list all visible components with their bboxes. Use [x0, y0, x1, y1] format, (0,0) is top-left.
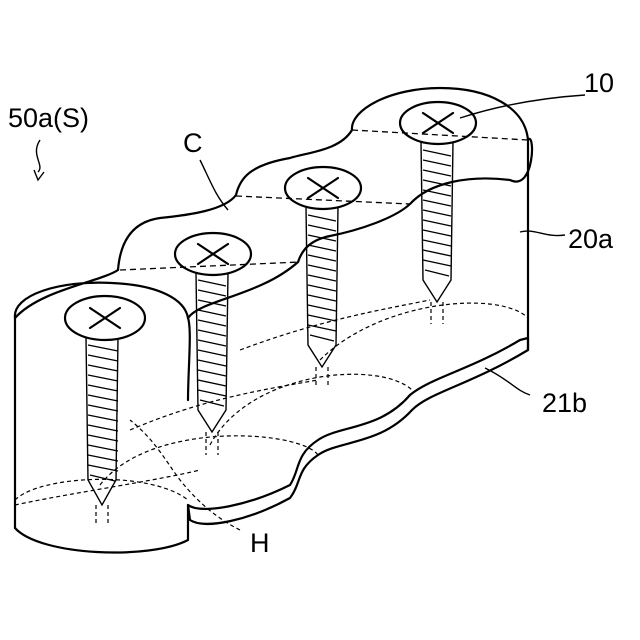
label-assembly: 50a(S) — [8, 103, 89, 133]
label-hole: H — [250, 528, 270, 558]
screw-1 — [65, 296, 145, 525]
screw-4 — [400, 102, 476, 324]
leader-cut — [200, 160, 228, 210]
label-body: 20a — [568, 224, 614, 254]
leader-screw — [460, 95, 585, 118]
label-base: 21b — [542, 388, 587, 418]
leader-assembly — [36, 140, 40, 172]
body-block — [15, 88, 532, 553]
base-plate — [188, 338, 528, 524]
leader-base — [485, 368, 530, 395]
label-screw: 10 — [584, 68, 614, 98]
screw-3 — [285, 167, 361, 388]
leader-body — [520, 231, 565, 236]
label-cut: C — [183, 128, 203, 158]
